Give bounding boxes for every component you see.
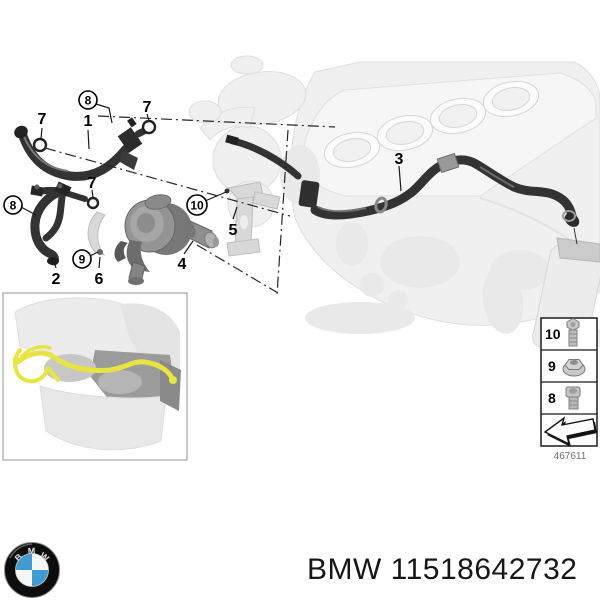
brand-part-number-text: BMW 11518642732 [307, 553, 578, 586]
coolant-hose-1 [14, 117, 154, 181]
legend-row-10-number: 10 [545, 326, 561, 342]
callout-6: 6 [95, 271, 104, 288]
callout-5: 5 [229, 222, 238, 239]
callout-7a: 7 [38, 111, 47, 128]
svg-text:9: 9 [79, 253, 86, 267]
direction-arrow-icon [543, 416, 597, 447]
callout-10-circled: 10 [186, 194, 208, 216]
cylinder-bores [323, 80, 540, 169]
o-ring-icon [32, 137, 48, 153]
coolant-hose-2 [30, 181, 88, 266]
svg-text:8: 8 [85, 94, 92, 108]
svg-text:B: B [13, 551, 25, 563]
svg-text:M: M [28, 546, 36, 556]
parts-diagram-illustration: 1 2 3 4 5 6 7 7 7 8 8 9 [2, 55, 600, 462]
legend-row-8-number: 8 [548, 390, 556, 406]
o-ring-icon [86, 196, 100, 210]
long-bolt-icon [566, 317, 580, 347]
callout-7c: 7 [88, 175, 97, 192]
location-inset-thumbnail [2, 292, 188, 461]
svg-text:10: 10 [190, 199, 204, 213]
callout-3: 3 [395, 151, 404, 168]
reference-axes [44, 115, 336, 296]
flange-nut-icon [562, 359, 586, 377]
pump-strap [87, 211, 106, 256]
callout-2: 2 [52, 271, 61, 288]
callout-1: 1 [84, 113, 93, 130]
short-bolt-icon [565, 386, 581, 410]
o-ring-icon [141, 119, 157, 135]
callout-8-circled-left: 8 [3, 195, 23, 215]
leader-lines [20, 103, 402, 269]
svg-text:8: 8 [10, 199, 17, 213]
bmw-logo-quadrants [15, 553, 49, 587]
legend-row-9-number: 9 [548, 358, 556, 374]
callout-4: 4 [178, 256, 187, 273]
callout-8-circled-top: 8 [78, 90, 98, 110]
coolant-hose-3 [225, 134, 580, 245]
callout-7b: 7 [143, 99, 152, 116]
pump-bracket [226, 181, 281, 257]
o-ring-icons [32, 119, 157, 210]
drawing-ref-number: 467611 [554, 451, 587, 462]
bmw-roundel-logo: B M W [2, 540, 62, 600]
electric-water-pump [114, 194, 219, 285]
engine-block-outline [290, 61, 600, 334]
callout-9-circled: 9 [72, 249, 92, 269]
fastener-legend: 10 9 8 [540, 317, 598, 462]
